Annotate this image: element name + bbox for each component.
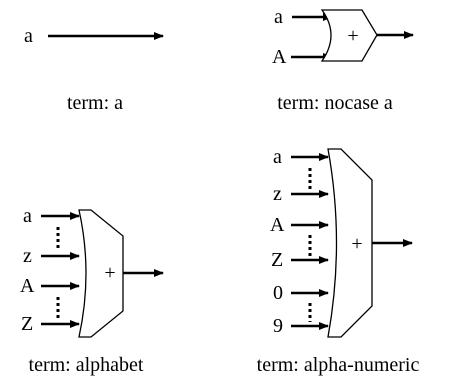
term-nocase-plus-symbol: + [347,25,358,47]
term-alphabet-plus-symbol: + [104,262,115,284]
term-a-caption: term: a [67,92,123,114]
term-alphanumeric-input-label: z [273,183,282,205]
term-alphanumeric-plus-symbol: + [351,233,362,255]
term-alphabet-input-label: a [23,205,32,227]
term-alphabet-input-label: Z [21,313,33,335]
term-a-input-label: a [24,25,33,47]
term-nocase-diagram: a A + term: nocase a [272,6,414,114]
term-alphabet-input-label: z [23,245,32,267]
term-alphanumeric-input-label: 9 [273,315,283,337]
term-alphanumeric-diagram: a z A Z 0 9 + term: alpha-numeric [257,146,420,376]
term-alphanumeric-input-label: a [273,146,282,168]
term-nocase-input-label: a [274,6,283,28]
term-alphabet-caption: term: alphabet [29,354,144,376]
term-alphanumeric-or-gate [327,148,373,338]
term-alphanumeric-input-label: 0 [273,282,283,304]
term-alphabet-or-gate [78,209,124,338]
term-a-diagram: a term: a [24,25,164,114]
term-nocase-input-label: A [272,46,287,68]
term-alphanumeric-input-label: A [270,214,285,236]
term-alphabet-diagram: a z A Z + term: alphabet [20,205,164,376]
term-alphanumeric-input-label: Z [271,249,283,271]
term-alphabet-input-label: A [20,275,35,297]
term-nocase-or-gate [320,9,378,62]
term-nocase-caption: term: nocase a [277,92,393,114]
term-alphanumeric-caption: term: alpha-numeric [257,354,420,376]
